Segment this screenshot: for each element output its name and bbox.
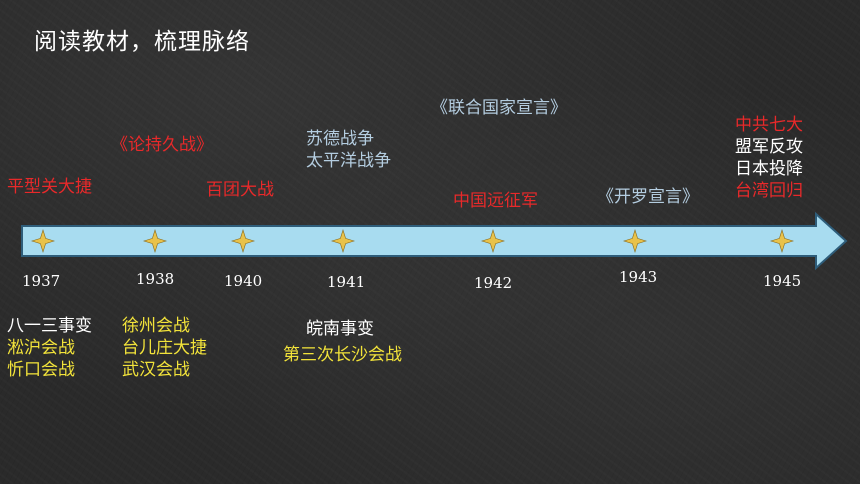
timeline-star-1942 xyxy=(480,228,506,254)
year-label-1943: 1943 xyxy=(619,268,658,286)
timeline-star-1937 xyxy=(30,228,56,254)
event-1941-above: 苏德战争 太平洋战争 xyxy=(306,129,391,171)
year-label-1942: 1942 xyxy=(474,274,513,292)
year-label-1937: 1937 xyxy=(22,272,61,290)
timeline-star-1938 xyxy=(142,228,168,254)
event-1937-above: 平型关大捷 xyxy=(7,177,92,197)
year-label-1941: 1941 xyxy=(327,273,366,291)
year-label-1938: 1938 xyxy=(136,270,175,288)
year-label-1940: 1940 xyxy=(224,272,263,290)
page-title: 阅读教材，梳理脉络 xyxy=(34,29,250,55)
event-1942-above: 中国远征军 xyxy=(453,191,538,211)
timeline-star-1940 xyxy=(230,228,256,254)
event-1942-top: 《联合国家宣言》 xyxy=(431,98,567,118)
timeline-star-1945 xyxy=(769,228,795,254)
event-1943-above: 《开罗宣言》 xyxy=(597,187,699,207)
event-1938-above: 《论持久战》 xyxy=(111,135,213,155)
event-1938-below: 徐州会战 台儿庄大捷 武汉会战 xyxy=(122,316,207,380)
event-1941-below: 皖南事变 第三次长沙会战 xyxy=(283,319,402,365)
year-label-1945: 1945 xyxy=(763,272,802,290)
event-1940-above: 百团大战 xyxy=(206,180,274,200)
timeline-star-1943 xyxy=(622,228,648,254)
timeline-star-1941 xyxy=(330,228,356,254)
timeline-arrow-shape xyxy=(21,211,848,271)
event-1937-below: 八一三事变 淞沪会战 忻口会战 xyxy=(7,316,92,380)
event-1945-above: 中共七大 盟军反攻 日本投降 台湾回归 xyxy=(735,115,803,201)
